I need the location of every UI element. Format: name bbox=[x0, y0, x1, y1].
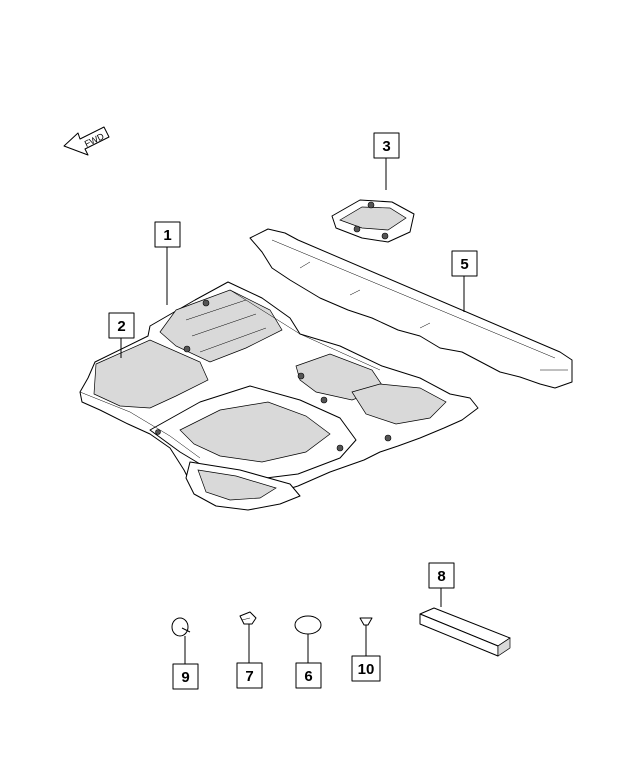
callout-10-label: 10 bbox=[358, 661, 375, 678]
round-plug bbox=[294, 615, 322, 635]
floor-pad bbox=[331, 199, 415, 243]
callout-7-label: 7 bbox=[245, 668, 253, 685]
callout-9: 9 bbox=[172, 663, 199, 690]
floor-carpet-assembly bbox=[79, 281, 479, 511]
foam-block bbox=[419, 607, 511, 657]
push-fastener bbox=[359, 617, 373, 626]
callout-1-label: 1 bbox=[163, 227, 171, 244]
pushpin-fastener bbox=[171, 617, 191, 637]
callout-2: 2 bbox=[108, 312, 135, 339]
callout-8: 8 bbox=[428, 562, 455, 589]
callout-3: 3 bbox=[373, 132, 400, 159]
callout-10: 10 bbox=[351, 655, 381, 682]
callout-7: 7 bbox=[236, 662, 263, 689]
callout-5: 5 bbox=[451, 250, 478, 277]
callout-5-label: 5 bbox=[460, 256, 468, 273]
callout-9-label: 9 bbox=[181, 669, 189, 686]
callout-1: 1 bbox=[154, 221, 181, 248]
callout-6-label: 6 bbox=[304, 668, 312, 685]
rear-insulation-pad bbox=[249, 228, 573, 389]
leader-lines bbox=[120, 158, 465, 664]
callout-2-label: 2 bbox=[117, 318, 125, 335]
callout-6: 6 bbox=[295, 662, 322, 689]
callout-3-label: 3 bbox=[382, 138, 390, 155]
callout-8-label: 8 bbox=[437, 568, 445, 585]
forward-arrow-icon: FWD bbox=[63, 126, 110, 156]
retainer-clip bbox=[239, 611, 257, 625]
